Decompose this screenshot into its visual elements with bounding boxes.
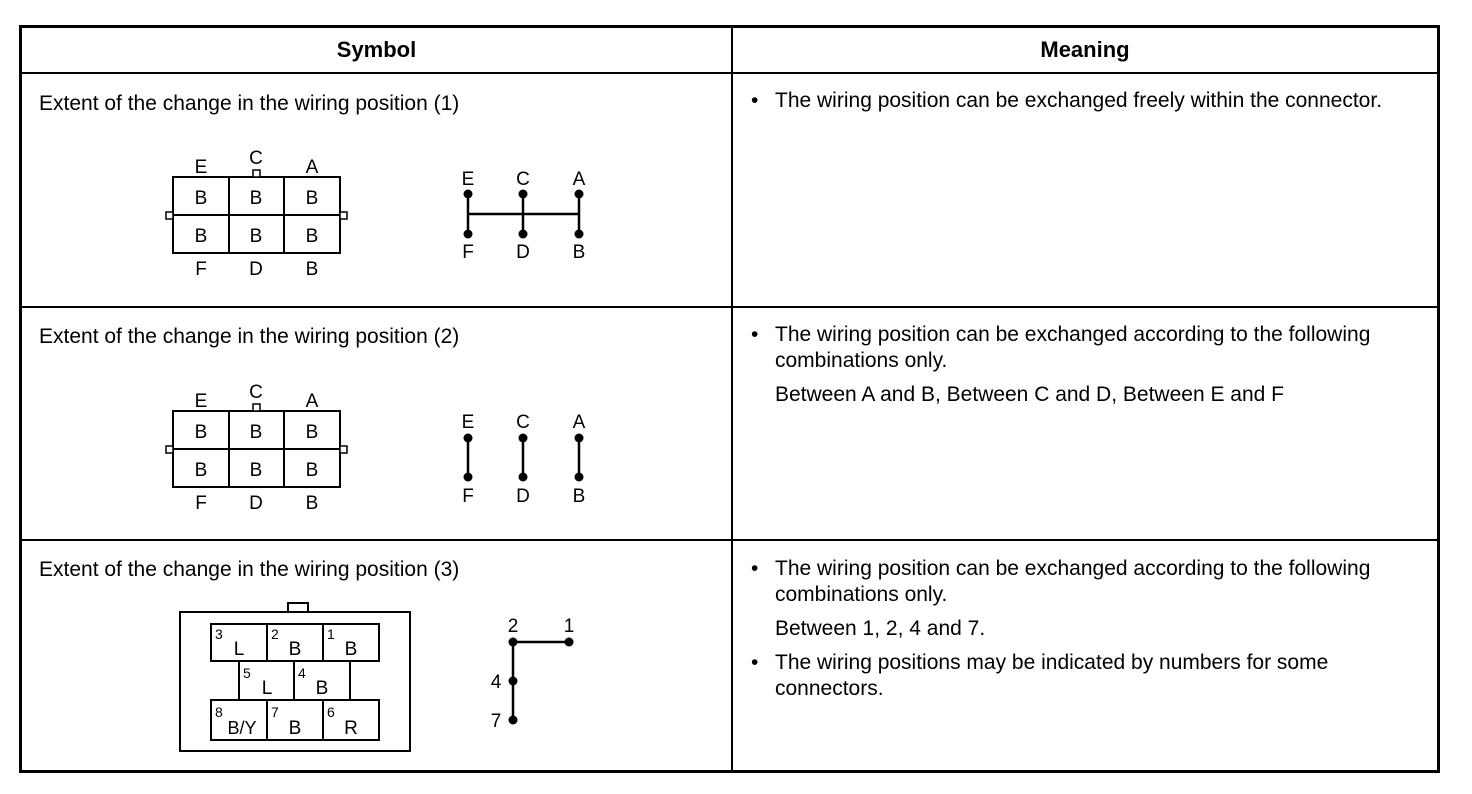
row-2-pin-label-bottom-3: B (306, 493, 319, 514)
row-3-cell-num-3: 3 (215, 626, 223, 642)
row-2-diagram-label-top-1: E (462, 412, 475, 433)
row-1-cell-6: B (306, 226, 319, 247)
header-divider (22, 72, 1437, 74)
row-1-diagram-label-bottom-1: F (462, 242, 474, 263)
row-3-cell-color-6: R (344, 718, 358, 739)
row-2-diagram-label-bottom-1: F (462, 486, 474, 507)
row-3-title: Extent of the change in the wiring posit… (39, 558, 460, 581)
row-3-diagram-label-2: 2 (508, 616, 519, 637)
row-3-cell-color-8: B/Y (227, 718, 256, 738)
row-2-cell-1: B (195, 422, 208, 443)
row-1-title: Extent of the change in the wiring posit… (39, 92, 460, 115)
row-3-cell-color-7: B (289, 718, 302, 739)
row-1-wiring-diagram: E C A F D B (462, 169, 586, 263)
row-3-cell-num-8: 8 (215, 704, 223, 720)
row-2-diagram-label-bottom-2: D (516, 486, 530, 507)
row-2-cell-4: B (195, 460, 208, 481)
row-3-diagram-label-7: 7 (491, 711, 502, 732)
row-1-diagram-label-bottom-2: D (516, 242, 530, 263)
row-2-pin-label-top-2: C (249, 382, 263, 403)
row-1-symbol-drawing: E C A B B B B B B F D B E C A F D B (165, 148, 586, 752)
row-1-pin-label-bottom-3: B (306, 259, 319, 280)
wiring-symbol-table: Symbol Meaning Extent of the change in t… (19, 25, 1440, 773)
row-3-cell-num-7: 7 (271, 704, 279, 720)
row-3-cell-color-5: L (262, 678, 273, 699)
row-1-cell-3: B (306, 188, 319, 209)
row-2-diagram-label-bottom-3: B (573, 486, 586, 507)
row-3-cell-color-2: B (289, 639, 302, 660)
row-1-pin-label-bottom-2: D (249, 259, 263, 280)
row-1-diagram-label-bottom-3: B (573, 242, 586, 263)
row-1-cell-5: B (250, 226, 263, 247)
row-2-cell-5: B (250, 460, 263, 481)
row-1-cell-4: B (195, 226, 208, 247)
row-1-cell-2: B (250, 188, 263, 209)
row-3-bullet-2: The wiring positions may be indicated by… (747, 650, 1427, 702)
row-2-bullet-1: The wiring position can be exchanged acc… (747, 322, 1427, 374)
row-1-bullet-1: The wiring position can be exchanged fre… (747, 88, 1427, 114)
row-2-pin-label-bottom-2: D (249, 493, 263, 514)
row-1-diagram-label-top-3: A (573, 169, 586, 190)
row-3-cell-color-1: B (345, 639, 358, 660)
row-3-meaning: The wiring position can be exchanged acc… (747, 556, 1427, 702)
row-divider-2 (22, 539, 1437, 541)
meaning-column-header: Meaning (1040, 37, 1130, 62)
row-3-bullet-1: The wiring position can be exchanged acc… (747, 556, 1427, 608)
row-2-diagram-label-top-2: C (516, 412, 530, 433)
row-2-pin-label-bottom-1: F (195, 493, 207, 514)
row-3-diagram-label-4: 4 (491, 672, 502, 693)
row-2-cell-6: B (306, 460, 319, 481)
row-3-cell-num-5: 5 (243, 665, 251, 681)
row-3-cell-color-4: B (316, 678, 329, 699)
column-divider (731, 28, 733, 770)
row-divider-1 (22, 306, 1437, 308)
row-1-connector: E C A B B B B B B F D B (165, 148, 348, 280)
row-1-pin-label-top-3: A (306, 157, 319, 178)
row-3-note: Between 1, 2, 4 and 7. (775, 617, 986, 640)
row-3-cell-num-4: 4 (298, 665, 306, 681)
symbol-column-header: Symbol (336, 37, 417, 62)
row-2-pin-label-top-3: A (306, 391, 319, 412)
row-2-wiring-diagram: E C A F D B (462, 412, 586, 507)
row-3-diagram-label-1: 1 (564, 616, 575, 637)
row-1-cell-1: B (195, 188, 208, 209)
row-2-cell-2: B (250, 422, 263, 443)
row-2-diagram-label-top-3: A (573, 412, 586, 433)
row-2-cell-3: B (306, 422, 319, 443)
row-3-cell-color-3: L (234, 639, 245, 660)
row-1-meaning: The wiring position can be exchanged fre… (747, 88, 1427, 114)
row-2-title: Extent of the change in the wiring posit… (39, 325, 460, 348)
row-3-wiring-diagram: 2 1 4 7 (491, 616, 575, 732)
row-3-connector: 3 L 2 B 1 B 5 L 4 B 8 B/Y 7 B 6 R (179, 602, 411, 752)
row-1-pin-label-top-1: E (195, 157, 208, 178)
row-1-pin-label-top-2: C (249, 148, 263, 169)
row-1-diagram-label-top-2: C (516, 169, 530, 190)
row-1-diagram-label-top-1: E (462, 169, 475, 190)
row-1-pin-label-bottom-1: F (195, 259, 207, 280)
row-3-cell-num-2: 2 (271, 626, 279, 642)
row-3-cell-num-1: 1 (327, 626, 335, 642)
row-2-connector: E C A B B B B B B F D B (165, 382, 348, 514)
row-3-cell-num-6: 6 (327, 704, 335, 720)
row-2-meaning: The wiring position can be exchanged acc… (747, 322, 1427, 408)
row-2-pin-label-top-1: E (195, 391, 208, 412)
row-2-note: Between A and B, Between C and D, Betwee… (775, 383, 1284, 406)
